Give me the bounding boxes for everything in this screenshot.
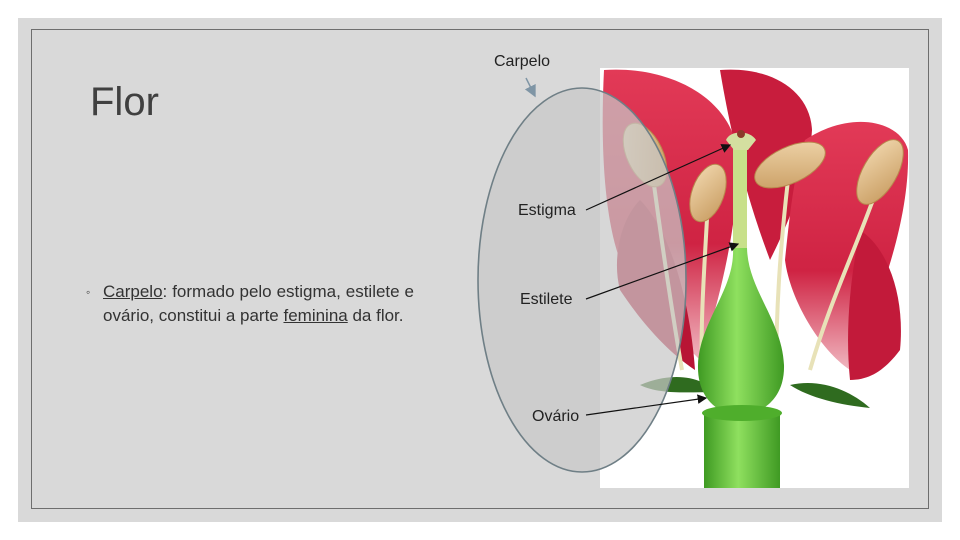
- term-carpelo: Carpelo: [103, 282, 163, 301]
- estilete-pointer: [585, 242, 740, 300]
- bullet-body: : formado pelo estigma, estilete e ovári…: [103, 282, 414, 325]
- bullet-tail: da flor.: [347, 306, 404, 325]
- slide-title: Flor: [90, 80, 159, 124]
- style: [733, 148, 747, 248]
- pistil: [697, 130, 785, 488]
- ovary: [697, 248, 785, 415]
- label-estigma: Estigma: [518, 202, 576, 219]
- ovario-pointer: [585, 394, 708, 416]
- label-estilete: Estilete: [520, 291, 573, 308]
- label-ovario: Ovário: [532, 408, 580, 425]
- bullet-text: ◦ Carpelo: formado pelo estigma, estilet…: [86, 280, 414, 328]
- term-feminina: feminina: [283, 306, 348, 325]
- label-carpelo: Carpelo: [494, 53, 551, 70]
- receptacle: [704, 412, 780, 488]
- carpelo-pointer: [524, 77, 536, 98]
- bullet-marker: ◦: [86, 285, 91, 299]
- slide-frame: [31, 29, 929, 509]
- carpel-highlight: [477, 87, 687, 473]
- stigma: [726, 132, 756, 150]
- estigma-pointer: [585, 144, 732, 211]
